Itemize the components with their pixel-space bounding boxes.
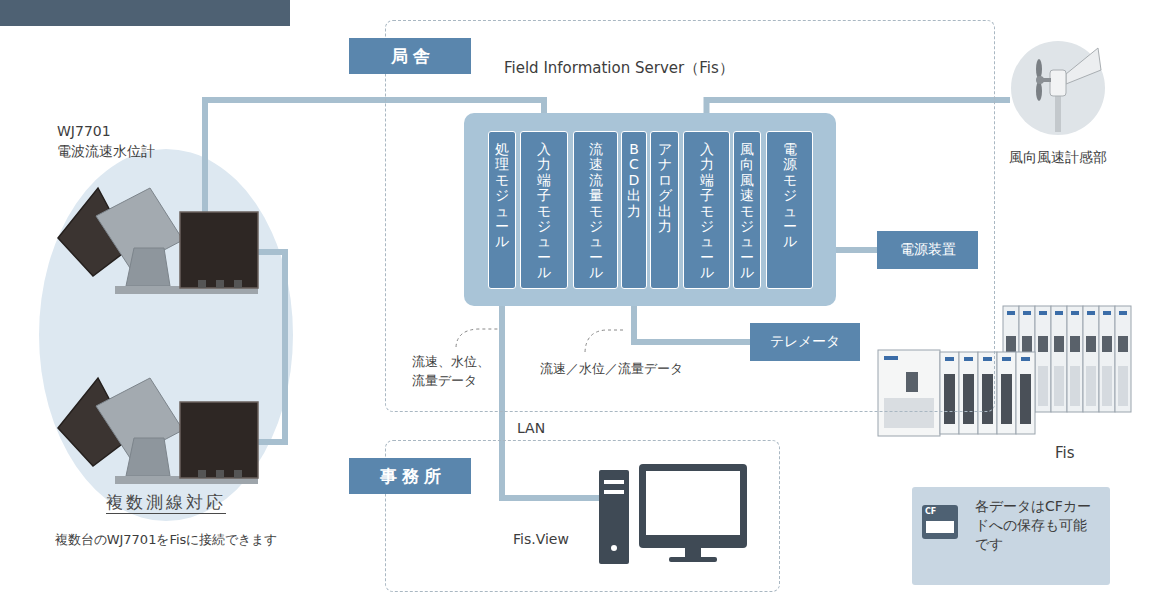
module-label: 風向風速モジュール [740, 142, 754, 281]
group-ellipse [39, 149, 293, 521]
module-photo [940, 352, 959, 434]
leader-line [456, 329, 498, 347]
pc-icon: Fis.View [599, 464, 747, 564]
device-label: 電源装置 [892, 241, 964, 259]
pc-label: Fis.View [513, 530, 569, 549]
data-note: 流速、水位、流量データ [412, 353, 493, 391]
anemometer-circle [1011, 41, 1105, 135]
region-frame: 局舎Field Information Server（Fis）処理モジュール入力… [385, 20, 995, 412]
region-frame: 事務所 Fis.View [385, 440, 780, 592]
module-photo [1099, 306, 1115, 412]
header-banner [0, 0, 290, 26]
photo-caption: Fis [1055, 443, 1075, 463]
module-label: 入力端子モジュール [537, 142, 551, 281]
module-case [878, 350, 940, 436]
pc-slot [604, 480, 624, 484]
radar-upper [58, 188, 258, 294]
module-box: 流速流量モジュール [573, 131, 618, 289]
data-note: 流速／水位／流量データ [540, 360, 683, 379]
module-terminal [884, 398, 934, 428]
module-photo [997, 352, 1016, 434]
radar-illustration [38, 148, 294, 522]
pc-screen [646, 471, 740, 535]
group-note: 複数台のWJ7701をFisに接続できます [8, 531, 324, 550]
anemometer-illustration [1010, 40, 1106, 136]
region-tag: 事務所 [349, 458, 471, 494]
model-name: 電波流速水位計 [57, 142, 155, 161]
cf-card-strip [926, 521, 954, 533]
device-box: 電源装置 [877, 231, 978, 269]
sensor-label: 風向風速計感部 [990, 148, 1126, 167]
module-label: 処理モジュール [495, 142, 509, 250]
module-photo [959, 352, 978, 434]
module-port [906, 372, 918, 392]
module-photo [1067, 306, 1083, 412]
card-mark: CF [925, 508, 936, 516]
device-box: テレメータ [750, 323, 860, 361]
module-label: アナログ出力 [658, 142, 672, 234]
module-box: 入力端子モジュール [520, 131, 568, 289]
anemometer-body [1050, 70, 1066, 96]
radar-lower [58, 378, 258, 484]
region-tag: 局舎 [349, 38, 471, 74]
server-panel: Field Information Server（Fis）処理モジュール入力端子… [464, 113, 836, 306]
anemometer-vane [1066, 48, 1101, 84]
model-number: WJ7701 [57, 122, 111, 141]
module-photo [1035, 306, 1051, 412]
pc-monitor [639, 464, 747, 548]
module-photo [1051, 306, 1067, 412]
edge-label: LAN [517, 419, 545, 438]
anemometer-blade [1036, 59, 1042, 79]
pc-button [611, 545, 617, 551]
cf-card [922, 505, 958, 539]
module-box: 風向風速モジュール [733, 131, 761, 289]
anemometer: 風向風速計感部 [1010, 40, 1106, 136]
module-box: BCD出力 [621, 131, 647, 289]
fis-photo [878, 306, 1131, 436]
module-box: 入力端子モジュール [683, 131, 730, 289]
pc-slot [604, 490, 624, 494]
module-label: 流速流量モジュール [589, 142, 603, 281]
device-label: テレメータ [762, 333, 848, 351]
module-led [884, 356, 898, 360]
sensor-wire [258, 252, 285, 442]
module-label: BCD出力 [627, 142, 641, 219]
wire-connector [502, 289, 599, 498]
module-box: 処理モジュール [488, 131, 516, 289]
sensor-wire [202, 148, 208, 212]
pc-tower [599, 470, 629, 564]
note-text: 各データはCFカードへの保存も可能です [975, 497, 1093, 554]
anemometer-pole [1055, 92, 1061, 132]
module-photo [1115, 306, 1131, 412]
note-box: 各データはCFカードへの保存も可能です [912, 487, 1110, 585]
pc-base [669, 557, 717, 562]
leader-line [585, 330, 626, 352]
sensor-group: WJ7701電波流速水位計複数測線対応複数台のWJ7701をFisに接続できます [38, 148, 294, 522]
module-box: 電源モジュール [766, 131, 813, 289]
module-label: 入力端子モジュール [700, 142, 714, 281]
server-title: Field Information Server（Fis） [504, 58, 734, 78]
group-heading: 複数測線対応 [38, 491, 294, 514]
anemometer-blade [1036, 81, 1042, 101]
anemometer-hub [1036, 76, 1044, 84]
pc-stand [685, 548, 701, 557]
pc-illustration [599, 464, 747, 564]
module-photo [1016, 352, 1035, 434]
module-photo [1083, 306, 1099, 412]
module-box: アナログ出力 [650, 131, 679, 289]
module-label: 電源モジュール [783, 142, 797, 250]
